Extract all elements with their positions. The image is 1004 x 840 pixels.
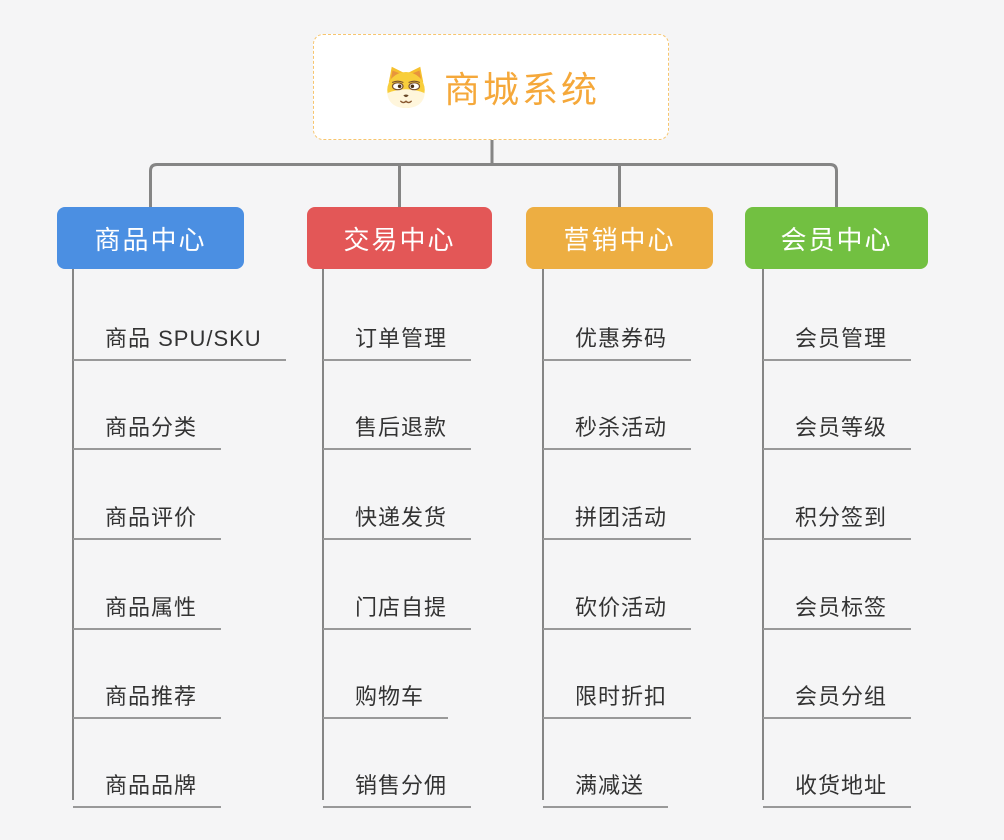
branch-node-marketing-center[interactable]: 营销中心: [526, 207, 713, 269]
child-node[interactable]: 收货地址: [763, 760, 912, 808]
child-node[interactable]: 商品品牌: [73, 760, 222, 808]
branch-node-member-center[interactable]: 会员中心: [745, 207, 928, 269]
child-node[interactable]: 商品分类: [73, 402, 222, 450]
root-title: 商城系统: [443, 69, 600, 110]
root-node[interactable]: 商城系统: [313, 34, 669, 140]
child-node[interactable]: 商品 SPU/SKU: [73, 313, 286, 361]
child-node[interactable]: 购物车: [323, 671, 449, 719]
child-node[interactable]: 秒杀活动: [543, 402, 692, 450]
child-node[interactable]: 商品评价: [73, 492, 222, 540]
child-node[interactable]: 拼团活动: [543, 492, 692, 540]
child-node[interactable]: 快递发货: [323, 492, 472, 540]
child-node[interactable]: 积分签到: [763, 492, 912, 540]
child-node[interactable]: 销售分佣: [323, 760, 472, 808]
child-node[interactable]: 砍价活动: [543, 582, 692, 630]
bus-line: [149, 163, 838, 207]
child-node[interactable]: 商品属性: [73, 582, 222, 630]
child-node[interactable]: 会员等级: [763, 402, 912, 450]
child-node[interactable]: 售后退款: [323, 402, 472, 450]
child-node[interactable]: 会员分组: [763, 671, 912, 719]
child-node[interactable]: 限时折扣: [543, 671, 692, 719]
child-node[interactable]: 会员管理: [763, 313, 912, 361]
child-node[interactable]: 优惠券码: [543, 313, 692, 361]
child-node[interactable]: 门店自提: [323, 582, 472, 630]
child-node[interactable]: 会员标签: [763, 582, 912, 630]
child-node[interactable]: 满减送: [543, 760, 669, 808]
branch-node-product-center[interactable]: 商品中心: [57, 207, 244, 269]
dog-icon: [382, 64, 430, 110]
branch-node-trade-center[interactable]: 交易中心: [307, 207, 492, 269]
child-node[interactable]: 商品推荐: [73, 671, 222, 719]
child-node[interactable]: 订单管理: [323, 313, 472, 361]
